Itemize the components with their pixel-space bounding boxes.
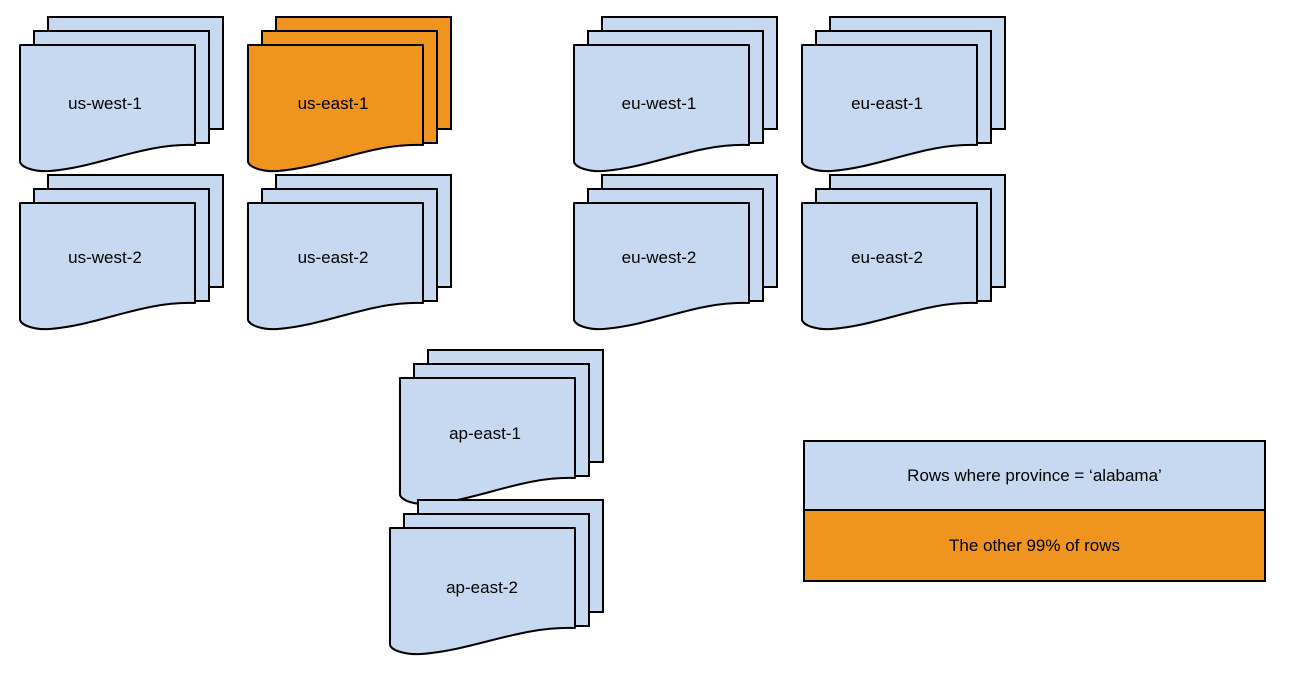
document-stack-ap-east-1[interactable] — [399, 349, 604, 506]
document-sheet-front — [573, 44, 750, 173]
document-stack-us-west-2[interactable] — [19, 174, 224, 331]
legend: Rows where province = ‘alabama’ The othe… — [803, 440, 1266, 582]
legend-label-blue: Rows where province = ‘alabama’ — [907, 465, 1162, 485]
document-stack-eu-west-1[interactable] — [573, 16, 778, 173]
document-sheet-front — [19, 202, 196, 331]
document-stack-us-east-1[interactable] — [247, 16, 452, 173]
document-sheet-front — [573, 202, 750, 331]
document-stack-eu-west-2[interactable] — [573, 174, 778, 331]
document-stack-us-west-1[interactable] — [19, 16, 224, 173]
document-stack-eu-east-2[interactable] — [801, 174, 1006, 331]
legend-row-orange: The other 99% of rows — [805, 511, 1264, 580]
legend-row-blue: Rows where province = ‘alabama’ — [805, 442, 1264, 511]
document-sheet-front — [19, 44, 196, 173]
document-stack-eu-east-1[interactable] — [801, 16, 1006, 173]
document-stack-ap-east-2[interactable] — [389, 499, 604, 656]
document-sheet-front — [389, 527, 576, 656]
document-sheet-front — [247, 202, 424, 331]
legend-label-orange: The other 99% of rows — [948, 535, 1121, 555]
document-sheet-front — [801, 44, 978, 173]
document-stack-us-east-2[interactable] — [247, 174, 452, 331]
document-sheet-front — [247, 44, 424, 173]
document-sheet-front — [399, 377, 576, 506]
document-sheet-front — [801, 202, 978, 331]
